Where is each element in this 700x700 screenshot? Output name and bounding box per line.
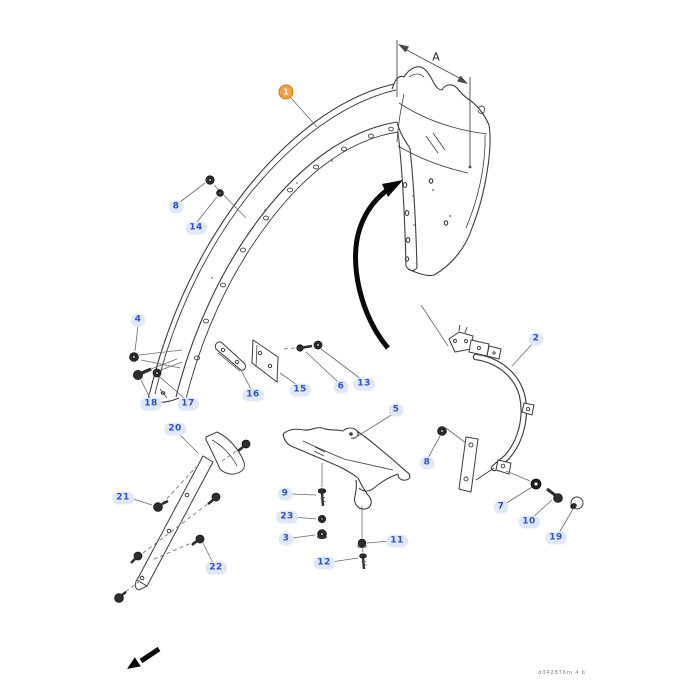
callout-17[interactable]: 17: [177, 397, 199, 411]
stay-arm-part: [134, 431, 245, 591]
drawing-code: d342876m 4 b: [538, 670, 586, 676]
callout-20[interactable]: 20: [164, 422, 186, 436]
flap-plate-part: [251, 339, 279, 383]
callout-15[interactable]: 15: [289, 383, 311, 397]
callout-18[interactable]: 18: [140, 397, 162, 411]
callout-6[interactable]: 6: [333, 380, 349, 394]
shield-part: [282, 427, 411, 510]
callout-1[interactable]: 1: [278, 84, 294, 100]
leader-lines: [129, 97, 574, 564]
hardware-parts: [114, 175, 584, 603]
fender-flange-holes: [194, 126, 394, 361]
callout-12[interactable]: 12: [313, 556, 335, 570]
frame-part: [448, 324, 535, 493]
assembly-axis-lines: [123, 347, 296, 594]
direction-arrow-icon: [127, 646, 161, 669]
callout-23[interactable]: 23: [276, 510, 298, 524]
callout-13[interactable]: 13: [353, 377, 375, 391]
callout-14[interactable]: 14: [185, 221, 207, 235]
callout-10[interactable]: 10: [518, 515, 540, 529]
callout-19[interactable]: 19: [545, 531, 567, 545]
callout-3[interactable]: 3: [278, 532, 294, 546]
dimension-a-label: A: [432, 50, 440, 64]
callout-8-left[interactable]: 8: [168, 200, 184, 214]
callout-21[interactable]: 21: [112, 491, 134, 505]
callout-11[interactable]: 11: [386, 534, 408, 548]
callout-5[interactable]: 5: [388, 403, 404, 417]
fender-part: [148, 66, 491, 403]
callout-9[interactable]: 9: [277, 487, 293, 501]
callout-7[interactable]: 7: [493, 500, 509, 514]
bracket-strip-part: [214, 341, 246, 372]
callout-8-right[interactable]: 8: [419, 456, 435, 470]
callout-2[interactable]: 2: [528, 332, 544, 346]
curved-arrow-icon: [353, 180, 403, 350]
callout-22[interactable]: 22: [205, 561, 227, 575]
callout-4[interactable]: 4: [130, 313, 146, 327]
dimension-a-lines: [396, 40, 472, 169]
callout-16[interactable]: 16: [242, 388, 264, 402]
